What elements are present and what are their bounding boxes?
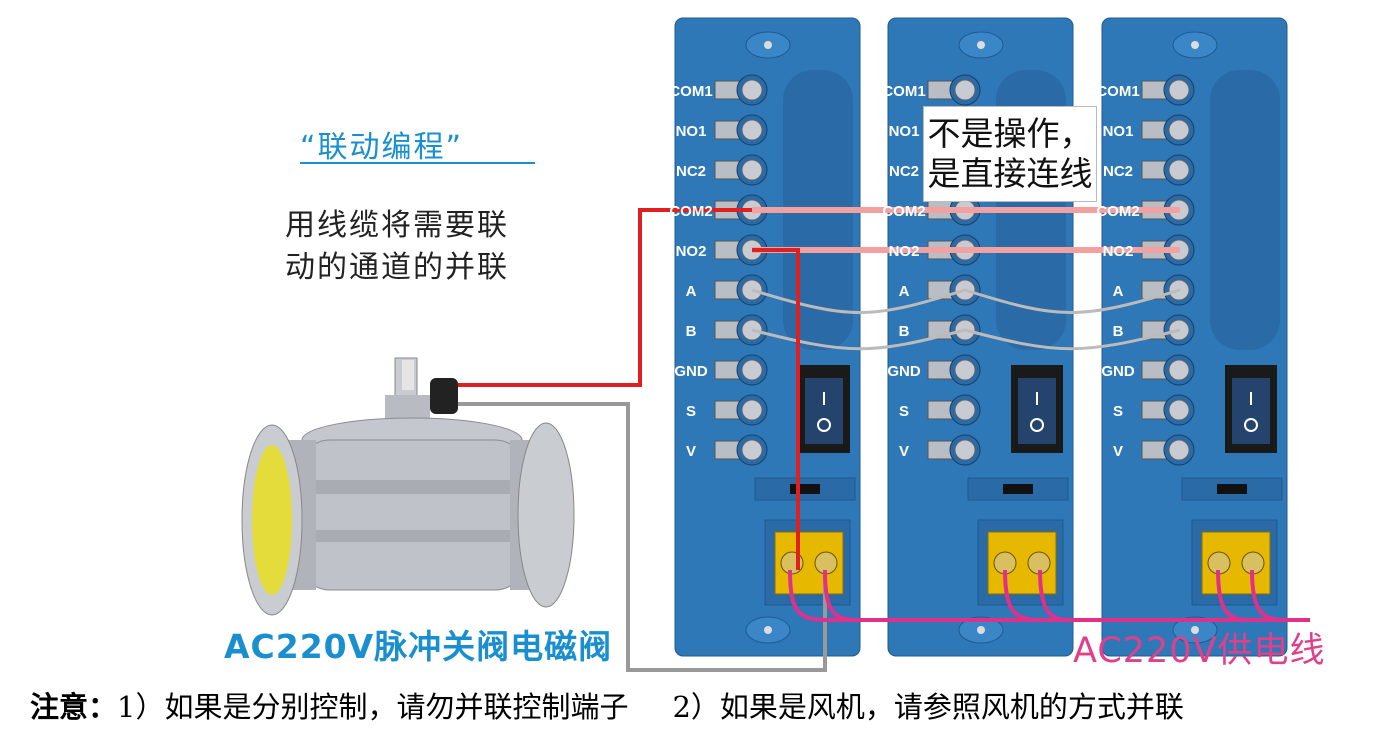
supply-wire (788, 569, 1310, 622)
terminal-label: NO1 (889, 123, 920, 140)
terminal-label: COM2 (1096, 203, 1139, 220)
screw-icon (1168, 399, 1190, 421)
screw-icon (741, 399, 763, 421)
description-line-1: 用线缆将需要联 (285, 208, 509, 243)
terminal-label: S (686, 403, 696, 420)
controller-module (674, 17, 861, 657)
terminal-label: GND (674, 363, 708, 380)
terminal-label: NC2 (889, 163, 919, 180)
screw-icon (741, 119, 763, 141)
screw-icon (741, 159, 763, 181)
terminal-label: A (899, 283, 910, 300)
screw-icon (1168, 439, 1190, 461)
terminal-label: S (899, 403, 909, 420)
terminal-label: V (1113, 443, 1123, 460)
terminal-label: NO2 (889, 243, 920, 260)
screw-icon (1168, 119, 1190, 141)
terminal-label: COM1 (669, 83, 712, 100)
terminal-label: NC2 (1103, 163, 1133, 180)
screw-icon (1168, 159, 1190, 181)
title-underline (300, 162, 535, 164)
terminal-label: NO2 (676, 243, 707, 260)
screw-icon (954, 359, 976, 381)
note: 注意：1）如果是分别控制，请勿并联控制端子 2）如果是风机，请参照风机的方式并联 (30, 684, 1184, 726)
terminal-label: COM1 (1096, 83, 1139, 100)
screw-icon (741, 79, 763, 101)
terminal-label: A (1113, 283, 1124, 300)
terminal-label: NO1 (1103, 123, 1134, 140)
controller-module (1101, 17, 1288, 657)
terminal-label: NO2 (1103, 243, 1134, 260)
title: “联动编程” (300, 130, 464, 165)
screw-icon (741, 359, 763, 381)
gray-wire-a (751, 288, 1181, 314)
note-prefix: 注意： (30, 690, 118, 724)
red-wire-no2 (752, 248, 800, 570)
terminal-label: NO1 (676, 123, 707, 140)
screw-icon (1168, 359, 1190, 381)
terminal-label: COM1 (882, 83, 925, 100)
description-line-2: 动的通道的并联 (285, 250, 509, 285)
terminal-label: S (1113, 403, 1123, 420)
gray-wire-b (751, 328, 1181, 351)
red-wire-com2 (458, 208, 752, 387)
terminal-label: GND (887, 363, 921, 380)
terminal-label: NC2 (676, 163, 706, 180)
screw-icon (741, 439, 763, 461)
terminal-label: B (899, 323, 910, 340)
gray-wire-return (458, 402, 827, 672)
terminal-label: V (686, 443, 696, 460)
terminal-label: COM2 (882, 203, 925, 220)
terminal-label: B (1113, 323, 1124, 340)
relay-cylinder (1210, 70, 1280, 350)
wires (458, 207, 1310, 672)
screw-icon (954, 79, 976, 101)
terminal-label: B (686, 323, 697, 340)
supply-label: AC220V供电线 (1073, 631, 1326, 671)
screw-icon (1168, 79, 1190, 101)
terminal-label: V (899, 443, 909, 460)
terminal-label: GND (1101, 363, 1135, 380)
callout-box: 不是操作，是直接连线 (923, 106, 1097, 202)
screw-icon (954, 439, 976, 461)
solenoid-valve (241, 357, 575, 616)
note-item-1: 1）如果是分别控制，请勿并联控制端子 (117, 690, 629, 724)
note-item-2: 2）如果是风机，请参照风机的方式并联 (672, 690, 1184, 724)
terminal-label: A (686, 283, 697, 300)
valve-label: AC220V脉冲关阀电磁阀 (224, 627, 613, 666)
screw-icon (954, 399, 976, 421)
terminal-label: COM2 (669, 203, 712, 220)
